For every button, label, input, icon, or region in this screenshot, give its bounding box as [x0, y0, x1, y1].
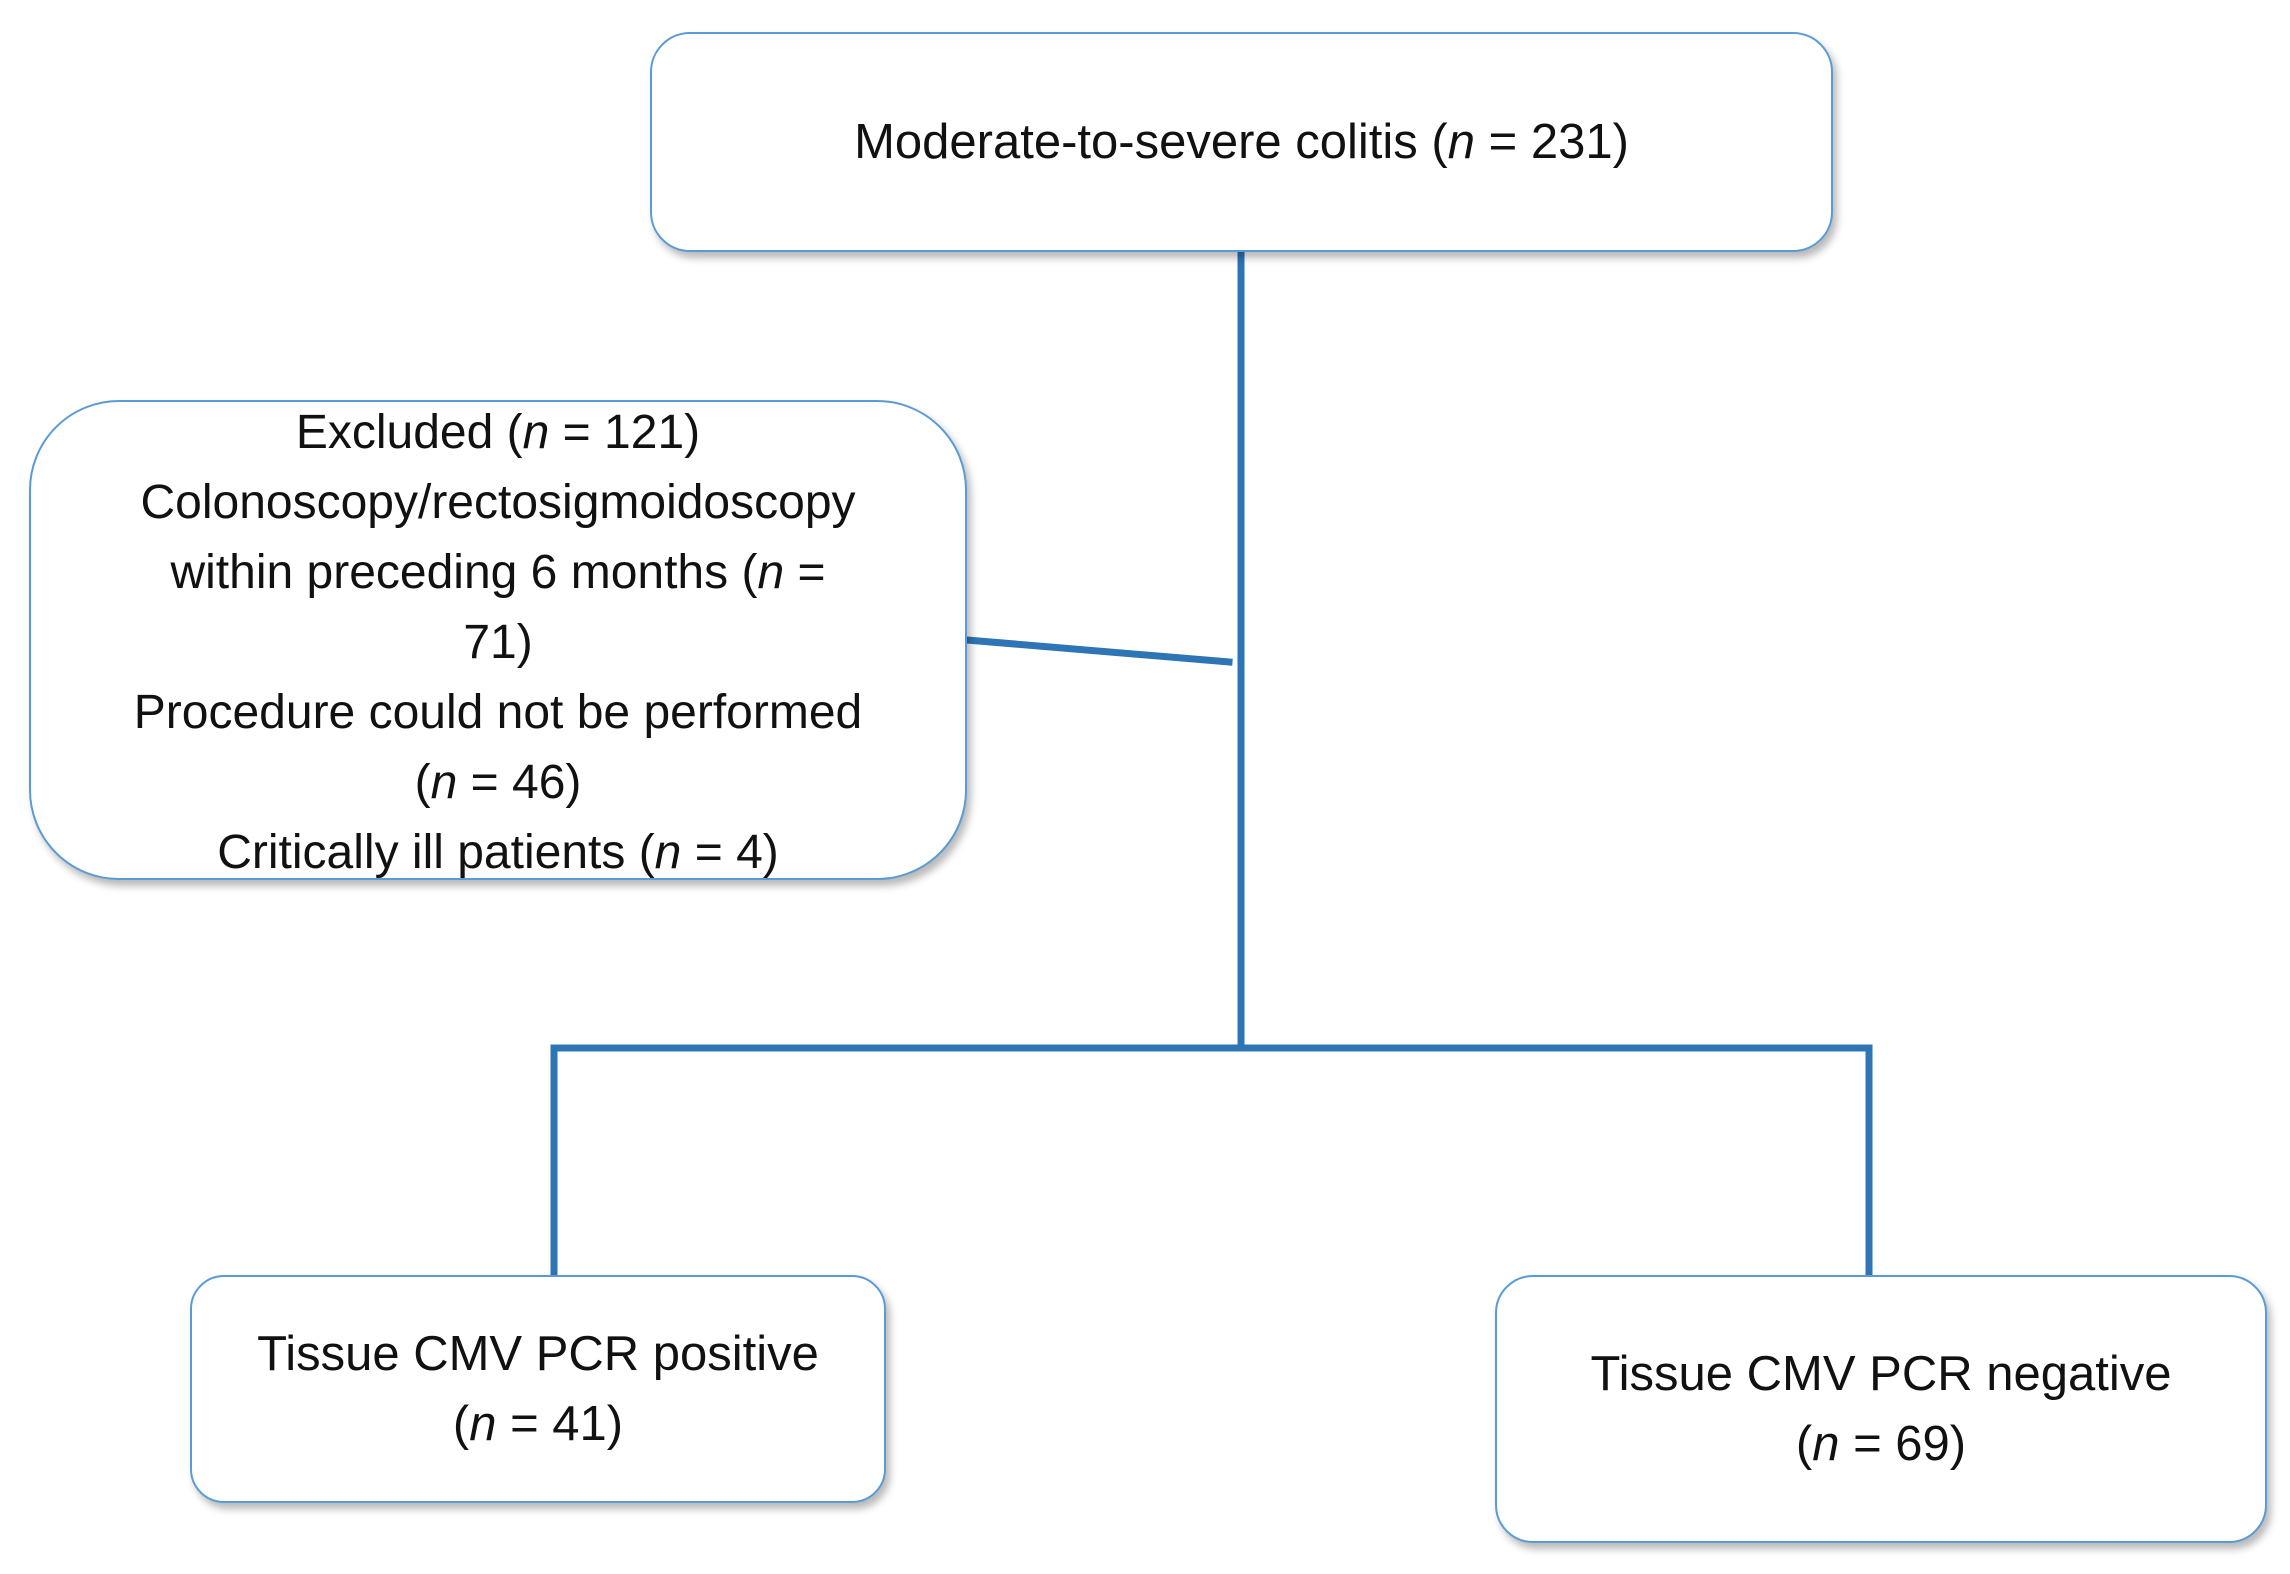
cmv-negative-count-line: (n = 69) [1796, 1409, 1966, 1479]
excluded-total-prefix: Excluded ( [295, 406, 523, 459]
cmv-negative-box: Tissue CMV PCR negative (n = 69) [1495, 1275, 2267, 1543]
excluded-procedure-count: = 46) [457, 756, 582, 809]
cmv-negative-label: Tissue CMV PCR negative [1590, 1347, 2172, 1401]
excluded-colonoscopy-count: 71) [463, 616, 533, 669]
excluded-total-count: = 121) [549, 406, 701, 459]
excluded-procedure-count-line: (n = 46) [134, 748, 862, 818]
cmv-negative-count: = 69) [1839, 1417, 1967, 1471]
excluded-procedure-prefix: ( [414, 756, 431, 809]
excluded-reason-colonoscopy: Colonoscopy/rectosigmoidoscopy [140, 476, 856, 529]
excluded-reason-procedure: Procedure could not be performed [133, 686, 863, 739]
cmv-negative-prefix: ( [1795, 1417, 1813, 1471]
total-colitis-prefix: Moderate-to-severe colitis ( [854, 115, 1448, 169]
total-colitis-box: Moderate-to-severe colitis (n = 231) [650, 32, 1833, 252]
excluded-total-n: n [522, 406, 550, 459]
cmv-positive-count-line: (n = 41) [453, 1389, 623, 1459]
total-colitis-label: Moderate-to-severe colitis (n = 231) [854, 107, 1629, 177]
excluded-critically-ill-prefix: Critically ill patients ( [217, 826, 655, 879]
excluded-total-line: Excluded (n = 121) [134, 402, 862, 468]
cmv-positive-n: n [469, 1397, 497, 1451]
total-colitis-count: = 231) [1475, 115, 1629, 169]
excluded-reason-critically-ill: Critically ill patients (n = 4) [134, 818, 862, 879]
cmv-negative-n: n [1812, 1417, 1840, 1471]
total-colitis-n: n [1447, 115, 1475, 169]
cmv-positive-count: = 41) [496, 1397, 624, 1451]
cmv-positive-prefix: ( [452, 1397, 470, 1451]
excluded-colonoscopy-equals: = [784, 546, 826, 599]
exclusion-branch-line [963, 636, 1233, 666]
excluded-critically-ill-count: = 4) [681, 826, 779, 879]
excluded-box: Excluded (n = 121) Colonoscopy/rectosigm… [29, 400, 967, 880]
excluded-colonoscopy-n: n [757, 546, 785, 599]
excluded-reason-colonoscopy-cont: within preceding 6 months (n = [134, 538, 862, 608]
cmv-positive-label: Tissue CMV PCR positive [257, 1327, 819, 1381]
excluded-procedure-n: n [430, 756, 458, 809]
excluded-text: Excluded (n = 121) Colonoscopy/rectosigm… [133, 402, 863, 879]
excluded-critically-ill-n: n [654, 826, 682, 879]
cmv-positive-box: Tissue CMV PCR positive (n = 41) [190, 1275, 886, 1503]
excluded-colonoscopy-prefix: within preceding 6 months ( [170, 546, 758, 599]
